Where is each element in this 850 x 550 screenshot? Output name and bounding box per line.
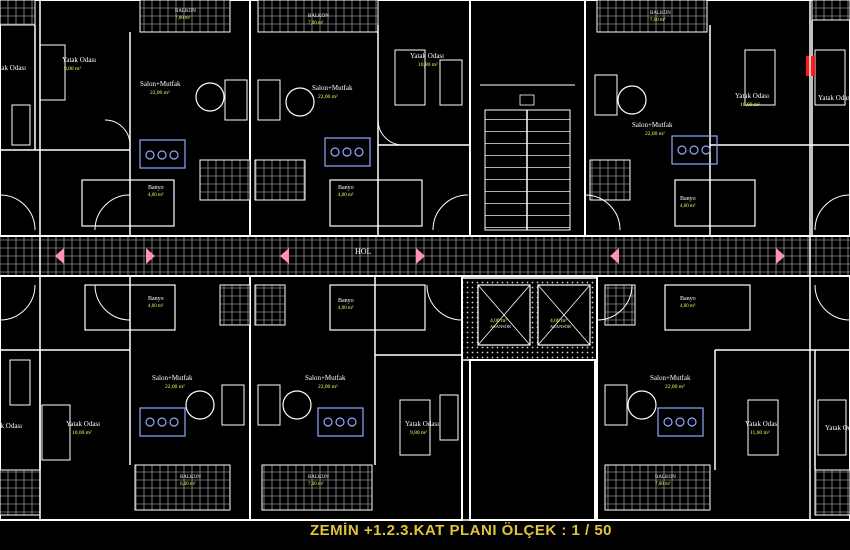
top-units (0, 0, 850, 237)
elevator-area: 4,00 m² (490, 318, 507, 324)
room-label: Yatak Odası (62, 56, 96, 64)
room-area: 22,00 m² (645, 131, 665, 137)
room-label: Yatak Odası (405, 420, 439, 428)
arrow-marker (146, 248, 155, 264)
room-area: 4,00 m² (148, 192, 164, 198)
room-label: Salon+Mutfak (140, 80, 181, 88)
room-label: BALKON (655, 475, 676, 480)
room-area: 4,00 m² (338, 192, 354, 198)
room-area: 22,00 m² (318, 384, 338, 390)
arrow-marker (610, 248, 619, 264)
room-label: Salon+Mutfak (312, 84, 353, 92)
drawing-caption: ZEMİN +1.2.3.KAT PLANI ÖLÇEK : 1 / 50 (310, 522, 613, 539)
room-label: Salon+Mutfak (305, 374, 346, 382)
room-label: Salon+Mutfak (650, 374, 691, 382)
corridor-label: HOL (355, 247, 372, 256)
elevator-label: ASANSÖR (550, 324, 571, 329)
room-area: 4,00 m² (680, 203, 696, 209)
room-area: 4,00 m² (680, 303, 696, 309)
arrow-marker (55, 248, 64, 264)
room-label: Yatak Odası (0, 64, 26, 72)
room-labels-bottom: Banyo 4,00 m² Salon+Mutfak 22,00 m² Yata… (0, 296, 850, 487)
room-area: 6,00 m² (180, 481, 196, 487)
room-label: Yatak Odası (0, 422, 22, 430)
room-area: 22,00 m² (665, 384, 685, 390)
arrow-marker (776, 248, 785, 264)
room-label: BALKON (308, 475, 329, 480)
room-area: 7,00 m² (175, 15, 191, 21)
room-label: BALKON (175, 9, 196, 14)
room-area: 9,80 m² (64, 66, 81, 72)
room-label: Banyo (680, 296, 696, 302)
room-label: Yatak Odası (410, 52, 444, 60)
room-area: 10,00 m² (72, 430, 92, 436)
room-label: BALKON (308, 14, 329, 19)
room-label: Banyo (680, 196, 696, 202)
room-label: Yatak Odası (818, 94, 850, 102)
room-area: 7,00 m² (650, 17, 666, 23)
room-label: Yatak Odası (745, 420, 779, 428)
bottom-units (0, 275, 850, 521)
room-label: Banyo (338, 298, 354, 304)
corridor: HOL (0, 235, 850, 277)
room-area: 9,80 m² (410, 430, 427, 436)
room-label: Banyo (148, 296, 164, 302)
stair-core (469, 0, 586, 237)
dining-table (139, 407, 704, 437)
room-area: 22,00 m² (318, 94, 338, 100)
room-area: 4,00 m² (148, 303, 164, 309)
room-area: 7,00 m² (655, 481, 671, 487)
room-label: Yatak Odası (735, 92, 769, 100)
room-area: 7,00 m² (308, 481, 324, 487)
room-area: 11,00 m² (750, 430, 770, 436)
room-area: 22,00 m² (165, 384, 185, 390)
room-label: Banyo (338, 185, 354, 191)
room-label: Salon+Mutfak (152, 374, 193, 382)
room-area: 4,00 m² (338, 305, 354, 311)
room-label: Salon+Mutfak (632, 121, 673, 129)
elevator-label: ASANSÖR (490, 324, 511, 329)
room-label: BALKON (650, 11, 671, 16)
dining-table (139, 135, 718, 169)
arrow-marker (416, 248, 425, 264)
room-area: 22,00 m² (150, 90, 170, 96)
room-area: 10,00 m² (740, 102, 760, 108)
room-label: BALKON (180, 475, 201, 480)
room-area: 7,00 m² (308, 20, 324, 26)
room-label: Yatak Odası (66, 420, 100, 428)
room-area: 10,80 m² (418, 62, 438, 68)
room-label: Banyo (148, 185, 164, 191)
arrow-marker (280, 248, 289, 264)
elevator-area: 4,00 m² (550, 318, 567, 324)
structural-lines (0, 0, 850, 521)
room-label: Yatak Odası (825, 424, 850, 432)
elevator-shafts: 4,00 m² ASANSÖR 4,00 m² ASANSÖR (461, 277, 598, 521)
room-labels-top: BALKON 7,00 m² Yatak Odası 9,80 m² Salon… (0, 9, 850, 209)
